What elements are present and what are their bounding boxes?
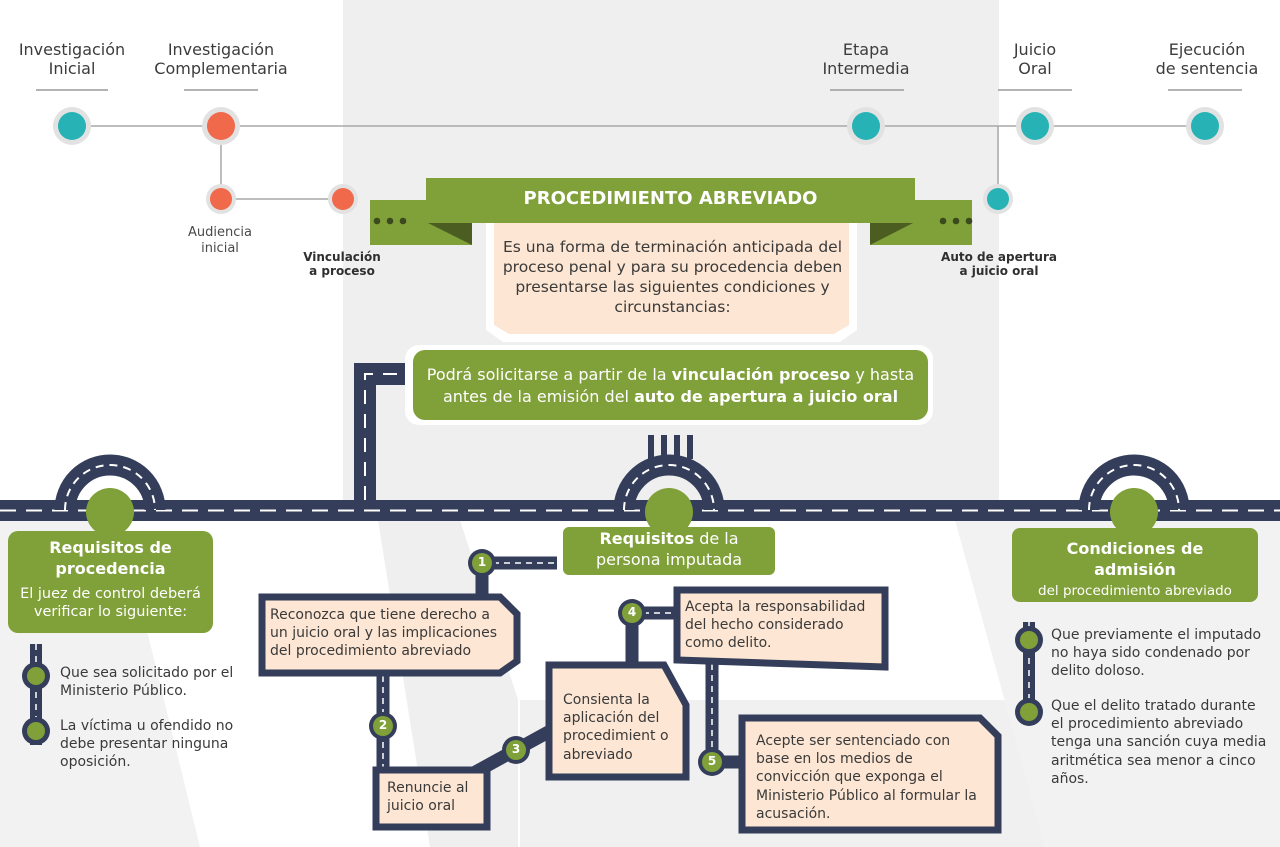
procedencia-item-2: La víctima u ofendido no debe presentar … xyxy=(60,718,234,771)
req-box-2 xyxy=(372,766,491,831)
condiciones-box: Condiciones de admisión del procedimient… xyxy=(1012,528,1258,602)
req-box-1 xyxy=(258,593,521,677)
requisitos-persona-box: Requisitos de la persona imputada xyxy=(563,527,775,575)
requisitos-persona-title-bold: Requisitos xyxy=(599,529,695,548)
node-juicio-oral xyxy=(1021,112,1049,140)
req-text-2: Renuncie al juicio oral xyxy=(387,780,469,815)
right-list-road xyxy=(1015,622,1043,726)
banner-description: Es una forma de terminación anticipada d… xyxy=(502,238,843,317)
stage-label-investigacion-inicial: Investigación Inicial xyxy=(2,40,142,78)
requirement-boxes xyxy=(258,586,1002,834)
req-box-5 xyxy=(738,714,1002,834)
requisitos-persona-title-rest: de la xyxy=(694,529,739,548)
requisitos-procedencia-box: Requisitos de procedencia El juez de con… xyxy=(8,531,213,633)
solicitud-part2: y hasta antes de la emisión del xyxy=(442,365,915,406)
node-ejecucion xyxy=(1191,112,1219,140)
banner-bar xyxy=(426,178,915,223)
condiciones-subtitle: del procedimiento abreviado xyxy=(1038,582,1232,599)
req-number-2: 2 xyxy=(378,718,388,732)
stage-label-line1: Investigación xyxy=(167,40,275,59)
stage-label-line2: Complementaria xyxy=(154,59,288,79)
condiciones-item-1: Que previamente el imputado no haya sido… xyxy=(1051,627,1262,680)
vinculacion-label: Vinculación a proceso xyxy=(282,250,402,279)
req-box-3 xyxy=(545,661,690,781)
stage-label-line2: Oral xyxy=(1018,59,1052,79)
condiciones-item-2: Que el delito tratado durante el procedi… xyxy=(1051,698,1267,787)
requirement-number-circles xyxy=(369,549,726,776)
requisitos-procedencia-subtitle: El juez de control deberá verificar lo s… xyxy=(20,585,201,621)
stage-label-juicio-oral: Juicio Oral xyxy=(975,40,1095,78)
req-number-4: 4 xyxy=(627,605,637,619)
stage-label-line1: Investigación xyxy=(18,40,126,59)
solicitud-bold1: vinculación proceso xyxy=(671,365,851,384)
stage-label-line1: Etapa xyxy=(842,40,890,59)
stage-label-line2: de sentencia xyxy=(1155,59,1259,79)
banner-title: PROCEDIMIENTO ABREVIADO xyxy=(523,188,818,209)
stage-label-investigacion-complementaria: Investigación Complementaria xyxy=(136,40,306,78)
road-humps xyxy=(54,454,1190,536)
node-auto-apertura xyxy=(987,188,1009,210)
stage-label-ejecucion: Ejecución de sentencia xyxy=(1134,40,1280,78)
stage-label-line2: Inicial xyxy=(48,59,96,79)
pill-connector-bars xyxy=(648,435,693,459)
stage-label-line2: Intermedia xyxy=(822,59,910,79)
solicitud-part1: Podrá solicitarse a partir de la xyxy=(426,365,672,384)
banner-ribbon xyxy=(370,178,973,342)
req-text-3: Consienta la aplicación del procedimient… xyxy=(563,692,669,763)
procedencia-item-1: Que sea solicitado por el Ministerio Púb… xyxy=(60,665,234,700)
audiencia-line1: Audiencia xyxy=(188,225,252,240)
left-list-road xyxy=(22,644,50,745)
node-audiencia-inicial xyxy=(210,188,232,210)
vinculacion-line1: Vinculación xyxy=(303,250,381,264)
stage-label-etapa-intermedia: Etapa Intermedia xyxy=(796,40,936,78)
node-vinculacion xyxy=(332,188,354,210)
stage-label-line1: Juicio xyxy=(1013,40,1057,59)
req-box-4 xyxy=(673,586,889,671)
requisitos-persona-title-line2: persona imputada xyxy=(595,549,743,569)
node-investigacion-inicial xyxy=(58,112,86,140)
auto-apertura-label: Auto de apertura a juicio oral xyxy=(928,250,1070,279)
req-number-1: 1 xyxy=(477,555,487,569)
requisitos-procedencia-title: Requisitos de procedencia xyxy=(49,538,172,578)
audiencia-line2: inicial xyxy=(201,240,239,256)
node-investigacion-complementaria xyxy=(207,112,235,140)
timeline-nodes xyxy=(53,107,1224,214)
requisitos-persona-title: Requisitos de la persona imputada xyxy=(563,529,775,571)
vinculacion-line2: a proceso xyxy=(309,264,375,279)
auto-apertura-line1: Auto de apertura xyxy=(941,250,1057,264)
req-text-4: Acepta la responsabilidad del hecho cons… xyxy=(685,599,866,652)
auto-apertura-line2: a juicio oral xyxy=(959,264,1039,279)
req-number-3: 3 xyxy=(511,742,521,756)
req-text-1: Reconozca que tiene derecho a un juicio … xyxy=(270,607,498,660)
solicitud-pill xyxy=(413,350,928,420)
condiciones-title: Condiciones de admisión xyxy=(1066,539,1204,579)
audiencia-inicial-label: Audiencia inicial xyxy=(165,225,275,256)
req-text-5: Acepte ser sentenciado con base en los m… xyxy=(756,733,977,822)
stage-label-line1: Ejecución xyxy=(1168,40,1246,59)
solicitud-text: Podrá solicitarse a partir de la vincula… xyxy=(418,364,923,407)
solicitud-bold2: auto de apertura a juicio oral xyxy=(634,386,899,406)
req-number-5: 5 xyxy=(707,754,717,768)
node-etapa-intermedia xyxy=(852,112,880,140)
